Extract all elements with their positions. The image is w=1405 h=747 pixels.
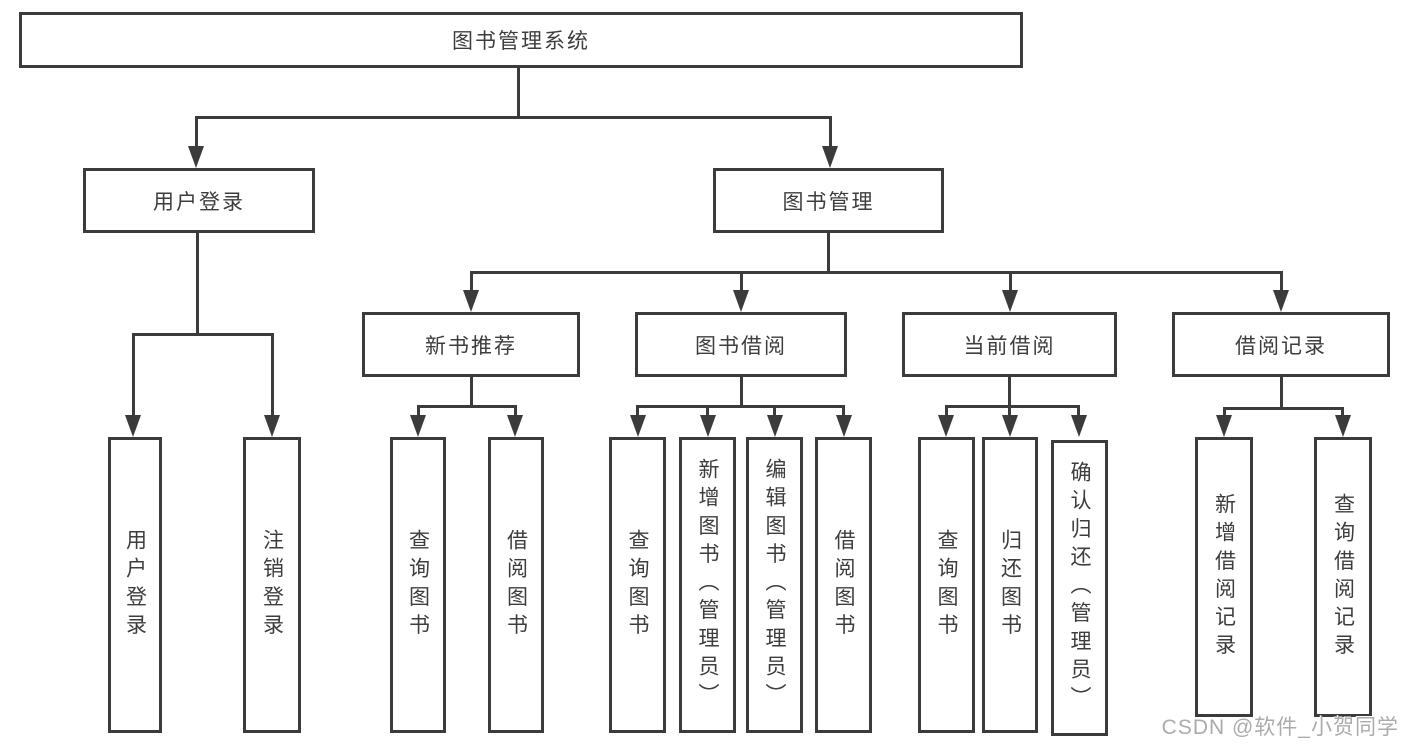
connector-line <box>417 405 420 417</box>
leaf-label: 借阅图书 <box>504 528 528 642</box>
connector-line <box>196 233 199 336</box>
connector-line <box>636 405 639 417</box>
leaf-label: 确认归还（管理员） <box>1068 461 1091 715</box>
connector-line <box>470 377 473 407</box>
connector-line <box>1280 377 1283 409</box>
connector-line <box>1008 405 1011 417</box>
connector-line <box>945 405 1080 408</box>
node-label: 图书借阅 <box>695 334 787 358</box>
connector-line <box>773 405 776 417</box>
connector-line <box>132 333 135 415</box>
connector-line <box>1009 271 1012 292</box>
arrow-down-icon <box>767 415 783 437</box>
arrow-down-icon <box>188 146 204 168</box>
connector-line <box>706 405 709 417</box>
leaf-cb-return-books: 归还图书 <box>982 437 1038 733</box>
connector-line <box>1077 405 1080 417</box>
connector-line <box>1008 377 1011 407</box>
arrow-down-icon <box>507 415 523 437</box>
node-label: 新书推荐 <box>425 334 517 358</box>
arrow-down-icon <box>125 415 141 437</box>
leaf-label: 查询图书 <box>626 528 649 642</box>
leaf-br-add-record: 新增借阅记录 <box>1195 437 1253 717</box>
node-new-book-recommend: 新书推荐 <box>362 312 580 377</box>
connector-line <box>829 116 832 148</box>
connector-line <box>1223 407 1226 417</box>
leaf-bb-edit-books-admin: 编辑图书（管理员） <box>746 437 803 733</box>
leaf-label: 归还图书 <box>998 528 1022 642</box>
arrow-down-icon <box>733 290 749 312</box>
node-label: 图书管理系统 <box>452 30 590 53</box>
arrow-down-icon <box>836 415 852 437</box>
arrow-down-icon <box>938 415 954 437</box>
arrow-down-icon <box>822 146 838 168</box>
node-label: 图书管理 <box>782 190 875 214</box>
connector-line <box>827 233 830 274</box>
connector-line <box>517 68 520 118</box>
connector-line <box>271 333 274 415</box>
connector-line <box>1280 271 1283 292</box>
arrow-down-icon <box>463 290 479 312</box>
connector-line <box>1341 407 1344 417</box>
leaf-label: 新增借阅记录 <box>1212 492 1236 662</box>
connector-line <box>945 405 948 417</box>
leaf-nb-query-books: 查询图书 <box>390 437 446 733</box>
arrow-down-icon <box>630 415 646 437</box>
node-label: 当前借阅 <box>963 334 1056 358</box>
connector-line <box>842 405 845 417</box>
leaf-br-query-record: 查询借阅记录 <box>1314 437 1372 717</box>
leaf-label: 借阅图书 <box>832 528 855 642</box>
connector-line <box>470 271 473 292</box>
arrow-down-icon <box>1071 415 1087 437</box>
connector-line <box>417 405 517 408</box>
leaf-label: 新增图书（管理员） <box>696 458 719 712</box>
leaf-label: 查询图书 <box>935 528 958 642</box>
connector-line <box>740 377 743 407</box>
arrow-down-icon <box>264 415 280 437</box>
connector-line <box>132 333 274 336</box>
arrow-down-icon <box>410 415 426 437</box>
leaf-cb-confirm-return-admin: 确认归还（管理员） <box>1051 440 1108 736</box>
node-label: 借阅记录 <box>1235 334 1327 358</box>
leaf-bb-borrow-books: 借阅图书 <box>815 437 872 733</box>
leaf-cb-query-books: 查询图书 <box>918 437 975 733</box>
arrow-down-icon <box>1002 290 1018 312</box>
leaf-nb-borrow-books: 借阅图书 <box>488 437 544 733</box>
leaf-logout-login: 注销登录 <box>243 437 301 733</box>
arrow-down-icon <box>1273 290 1289 312</box>
leaf-label: 编辑图书（管理员） <box>763 458 786 712</box>
node-borrow-records: 借阅记录 <box>1172 312 1390 377</box>
connector-line <box>636 405 845 408</box>
leaf-bb-add-books-admin: 新增图书（管理员） <box>679 437 736 733</box>
connector-line <box>1223 407 1344 410</box>
node-current-borrow: 当前借阅 <box>902 312 1117 377</box>
node-book-management: 图书管理 <box>713 168 944 233</box>
node-user-login: 用户登录 <box>83 168 315 233</box>
arrow-down-icon <box>700 415 716 437</box>
node-library-management-system: 图书管理系统 <box>19 12 1023 68</box>
arrow-down-icon <box>1002 415 1018 437</box>
connector-line <box>470 271 1282 274</box>
leaf-label: 用户登录 <box>123 528 147 642</box>
leaf-label: 查询借阅记录 <box>1331 492 1355 662</box>
connector-line <box>514 405 517 417</box>
leaf-bb-query-books: 查询图书 <box>609 437 666 733</box>
arrow-down-icon <box>1335 415 1351 437</box>
leaf-user-login: 用户登录 <box>108 437 162 733</box>
connector-line <box>740 271 743 292</box>
connector-line <box>195 116 832 119</box>
connector-line <box>195 116 198 148</box>
watermark: CSDN @软件_小贺同学 <box>1161 716 1399 739</box>
node-label: 用户登录 <box>153 190 245 214</box>
leaf-label: 注销登录 <box>260 528 284 642</box>
leaf-label: 查询图书 <box>406 528 430 642</box>
arrow-down-icon <box>1216 415 1232 437</box>
node-book-borrow: 图书借阅 <box>635 312 847 377</box>
